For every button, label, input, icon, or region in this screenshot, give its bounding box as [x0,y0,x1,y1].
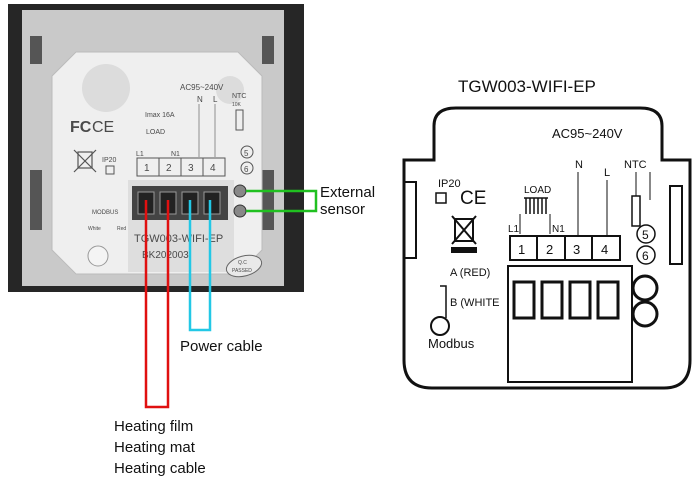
external-sensor-line2: sensor [320,201,366,218]
diagram-ntc: NTC [624,159,647,171]
photo-ntc-6 [240,161,254,175]
sensor-screw-5 [631,274,659,302]
wiring-diagram: TGW003-WIFI-EP AC95~240V IP20 CE A (RED)… [402,77,692,390]
diagram-screws [512,280,620,320]
photo-ntc: NTC [232,93,246,100]
ip-square [105,165,115,175]
frame-slot [262,170,274,230]
diagram-ip20: IP20 [438,178,461,190]
frame-slot [262,36,274,64]
frame-slot [30,170,42,230]
sensor-screw-5 [233,184,247,198]
diagram-terminal-2: 2 [546,242,553,257]
photo-terminal-numbers: 1 2 3 4 [136,157,226,177]
ntc-5-label: 5 [642,228,649,242]
power-wire [188,200,212,332]
photo-terminal-4: 4 [210,163,216,174]
diagram-terminal-numbers: 1 2 3 4 [509,235,621,261]
photo-load: LOAD [146,129,165,136]
photo-imax: Imax 16A [145,112,175,119]
heating-film-label: Heating film [114,418,194,435]
diagram-terminal-block [507,265,633,383]
heating-wire [144,200,170,409]
frame-slot [30,36,42,64]
diagram-n: N [575,159,583,171]
ntc-6-label: 6 [642,249,649,263]
ip-rating: IP20 [102,157,117,164]
photo-l1: L1 [136,151,144,158]
photo-modbus: MODBUS [92,210,118,216]
ntc-terminal-6 [636,245,656,265]
weee-bin-icon [451,215,477,253]
load-resistor-icon [524,197,548,214]
heating-cable-label: Heating cable [114,460,206,477]
diagram-title: TGW003-WIFI-EP [458,77,596,96]
thermostat-photo: FC CE IP20 AC95~240V N L NTC 10K Imax 16… [8,4,304,292]
sensor-screw-6 [631,300,659,328]
external-sensor-line1: External [320,184,376,201]
diagram-modbus: Modbus [428,336,475,351]
photo-ntc-6-label: 6 [244,165,249,174]
diagram-terminal-3: 3 [573,242,580,257]
diagram-l: L [604,167,610,179]
photo-ntc-5-label: 5 [244,149,249,158]
device-outline [402,106,692,390]
modbus-knob [87,245,109,267]
weee-bin-icon [73,149,97,173]
sensor-screw-6 [233,204,247,218]
qc-bottom: PASSED [232,268,252,274]
ce-mark: CE [92,119,114,136]
ntc-resistor-icon [631,195,641,227]
modbus-terminal [430,316,450,336]
qc-sticker [225,254,263,278]
heating-mat-label: Heating mat [114,439,195,456]
photo-serial: BK202003 [142,250,189,261]
photo-terminal-1: 1 [144,163,150,174]
photo-voltage: AC95~240V [180,83,224,92]
diagram-a-red: A (RED) [450,267,490,279]
diagram-terminal-4: 4 [601,242,608,257]
fc-mark: FC [70,119,92,136]
diagram-l1: L1 [508,224,520,235]
photo-terminal-n: N [197,95,203,104]
ntc-terminal-5 [636,224,656,244]
photo-ntc-sub: 10K [232,102,242,108]
diagram-ce: CE [460,188,486,209]
heating-label: Heating film Heating mat Heating cable [114,416,206,479]
diagram-terminal-1: 1 [518,242,525,257]
wires [144,189,318,409]
corner-boss [82,64,130,112]
photo-ntc-5 [240,145,254,159]
photo-terminal-l: L [213,95,218,104]
photo-red: Red [117,226,126,232]
left-slot [404,181,417,259]
external-sensor-label: External sensor [320,184,375,218]
power-cable-label: Power cable [180,338,263,355]
diagram-voltage: AC95~240V [552,126,623,141]
photo-n1: N1 [171,151,180,158]
ip-square [435,192,447,204]
photo-ntc-resistor [235,109,244,131]
photo-model: TGW003-WIFI-EP [134,233,223,245]
diagram-b-white: B (WHITE [450,297,500,309]
diagram-load: LOAD [524,185,551,196]
corner-boss [216,76,244,104]
photo-white: White [88,226,101,232]
diagram-n1: N1 [552,224,565,235]
photo-terminal-2: 2 [166,163,172,174]
qc-top: Q.C [238,260,247,266]
sensor-wire [246,189,318,213]
modbus-lead [440,285,447,318]
photo-terminal-3: 3 [188,163,194,174]
right-slot [669,185,683,265]
